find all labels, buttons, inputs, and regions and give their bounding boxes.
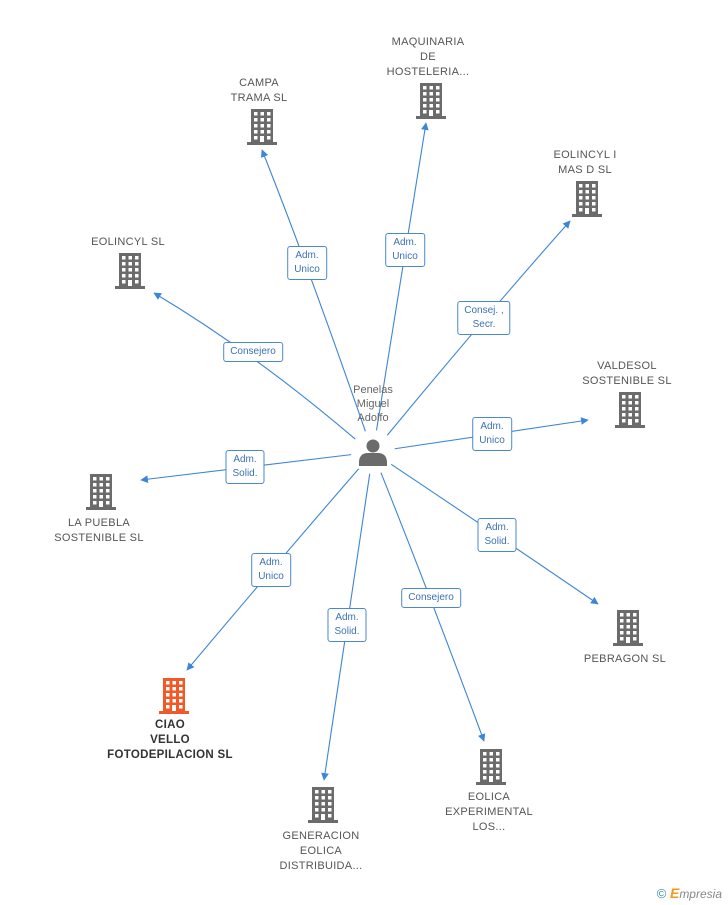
- relation-badge-pebragon[interactable]: Adm. Solid.: [477, 518, 517, 552]
- relation-badge-line: Consejero: [408, 592, 454, 603]
- relation-badge-line: Solid.: [232, 468, 258, 479]
- relation-badge-line: Adm.: [295, 250, 319, 261]
- company-label-line: DISTRIBUIDA...: [279, 860, 363, 872]
- company-label-line: EOLINCYL I: [553, 149, 617, 161]
- company-label-line: LA PUEBLA: [67, 517, 130, 529]
- relation-badge-line: Unico: [258, 571, 284, 582]
- relation-badge-ciao[interactable]: Adm. Unico: [251, 553, 291, 587]
- relation-badge-eolica-exp[interactable]: Consejero: [401, 588, 461, 608]
- person-icon[interactable]: [359, 439, 387, 467]
- company-label-line: SOSTENIBLE SL: [582, 375, 672, 387]
- building-icon-eolica-exp[interactable]: [476, 749, 506, 785]
- relation-badge-line: Adm.: [259, 557, 283, 568]
- company-label-line: MAQUINARIA: [391, 36, 465, 48]
- company-label-line: TRAMA SL: [230, 92, 288, 104]
- company-label-line: VALDESOL: [597, 360, 657, 372]
- relation-badge-line: Adm.: [335, 612, 359, 623]
- company-label-line: VELLO: [150, 734, 190, 746]
- company-label-line: PEBRAGON SL: [583, 653, 667, 665]
- building-icon-generacion[interactable]: [308, 787, 338, 823]
- relation-badge-line: Adm.: [393, 237, 417, 248]
- company-label-maquinaria[interactable]: MAQUINARIA DE HOSTELERIA...: [353, 35, 503, 80]
- company-label-line: DE: [420, 51, 436, 63]
- relation-badge-line: Unico: [479, 435, 505, 446]
- relation-badge-line: Unico: [294, 264, 320, 275]
- company-label-line: SOSTENIBLE SL: [54, 532, 144, 544]
- relation-badge-maquinaria[interactable]: Adm. Unico: [385, 233, 425, 267]
- building-icon-valdesol[interactable]: [615, 392, 645, 428]
- company-label-line: LOS...: [472, 821, 506, 833]
- building-icon-maquinaria[interactable]: [416, 83, 446, 119]
- building-icon-eolincyl-i[interactable]: [572, 181, 602, 217]
- relation-badge-valdesol[interactable]: Adm. Unico: [472, 417, 512, 451]
- company-label-eolincyl[interactable]: EOLINCYL SL: [53, 235, 203, 250]
- building-icon-eolincyl[interactable]: [115, 253, 145, 289]
- company-label-eolincyl-i[interactable]: EOLINCYL I MAS D SL: [510, 148, 660, 178]
- relation-badge-generacion[interactable]: Adm. Solid.: [327, 608, 367, 642]
- relation-badge-line: Secr.: [472, 319, 496, 330]
- relation-badge-line: Consej. ,: [464, 305, 504, 316]
- relation-badge-line: Solid.: [484, 536, 510, 547]
- relation-badge-line: Consejero: [230, 346, 276, 357]
- relation-badge-la-puebla[interactable]: Adm. Solid.: [225, 450, 265, 484]
- relation-badge-line: Adm.: [480, 421, 504, 432]
- company-label-line: FOTODEPILACION SL: [107, 749, 233, 761]
- company-label-la-puebla[interactable]: LA PUEBLA SOSTENIBLE SL: [24, 516, 174, 546]
- relation-badge-campa[interactable]: Adm. Unico: [287, 246, 327, 280]
- company-label-line: GENERACION: [282, 830, 360, 842]
- building-icon-campa[interactable]: [247, 109, 277, 145]
- copyright-symbol: ©: [656, 886, 667, 901]
- relation-badge-line: Unico: [392, 251, 418, 262]
- company-label-line: EXPERIMENTAL: [445, 806, 533, 818]
- relation-badge-line: Adm.: [485, 522, 509, 533]
- empresia-footer: © Empresia: [657, 885, 722, 901]
- company-label-valdesol[interactable]: VALDESOL SOSTENIBLE SL: [552, 359, 702, 389]
- person-name-line: Penelas: [353, 384, 393, 396]
- company-label-line: CIAO: [155, 719, 185, 731]
- building-icon-ciao[interactable]: [159, 678, 189, 714]
- person-name-line: Adolfo: [357, 412, 389, 424]
- company-label-line: EOLICA: [467, 791, 511, 803]
- company-label-generacion[interactable]: GENERACION EOLICA DISTRIBUIDA...: [246, 829, 396, 874]
- company-label-ciao[interactable]: CIAO VELLO FOTODEPILACION SL: [95, 718, 245, 763]
- relation-badge-line: Solid.: [334, 626, 360, 637]
- company-label-pebragon[interactable]: PEBRAGON SL: [550, 652, 700, 667]
- relation-badge-eolincyl[interactable]: Consejero: [223, 342, 283, 362]
- building-icon-pebragon[interactable]: [613, 610, 643, 646]
- relation-badge-line: Adm.: [233, 454, 257, 465]
- person-name-line: Miguel: [356, 398, 390, 410]
- empresia-logo[interactable]: Empresia: [669, 885, 722, 901]
- company-label-eolica-exp[interactable]: EOLICA EXPERIMENTAL LOS...: [414, 790, 564, 835]
- company-label-line: MAS D SL: [558, 164, 612, 176]
- company-label-line: EOLINCYL SL: [91, 236, 165, 248]
- company-label-campa[interactable]: CAMPA TRAMA SL: [184, 76, 334, 106]
- relation-badge-eolincyl-i[interactable]: Consej. , Secr.: [457, 301, 511, 335]
- company-label-line: HOSTELERIA...: [386, 66, 470, 78]
- company-label-line: EOLICA: [299, 845, 343, 857]
- company-label-line: CAMPA: [239, 77, 279, 89]
- building-icon-la-puebla[interactable]: [86, 474, 116, 510]
